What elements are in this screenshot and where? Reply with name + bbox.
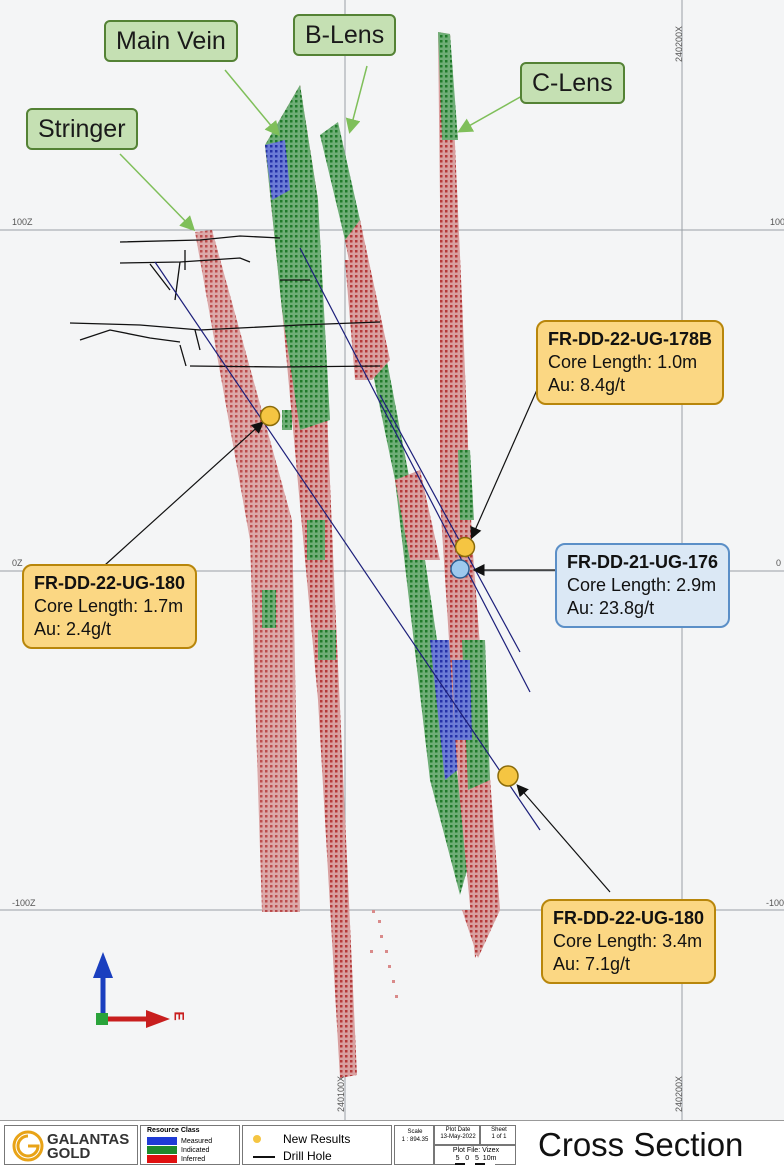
sheet-title: Sheet bbox=[491, 1127, 507, 1133]
stringer-lens bbox=[195, 230, 300, 912]
company-name: GALANTAS GOLD bbox=[47, 1131, 130, 1162]
symbol-legend: New Results Drill Hole bbox=[242, 1125, 392, 1165]
scatter-points bbox=[370, 910, 398, 998]
drill-hole-line-icon bbox=[253, 1155, 275, 1158]
scale-title: Scale bbox=[407, 1129, 423, 1135]
callout-180-upper: FR-DD-22-UG-180 Core Length: 1.7m Au: 2.… bbox=[22, 564, 198, 649]
plot-file-box: Plot File: Vizex 5 0 5 10m bbox=[434, 1145, 516, 1165]
grid-label-minus100z: -100Z bbox=[12, 898, 36, 908]
grid-label-240100x: 240100X bbox=[336, 1075, 346, 1112]
orientation-compass bbox=[93, 952, 170, 1028]
result-marker-180-lower bbox=[497, 765, 519, 787]
callout-leaders bbox=[104, 382, 611, 893]
callout-176-grade: Au: 23.8g/t bbox=[567, 598, 655, 618]
scale-bar bbox=[455, 1163, 495, 1165]
callout-176-hole: FR-DD-21-UG-176 bbox=[567, 552, 719, 572]
callout-180-lower: FR-DD-22-UG-180 Core Length: 3.4m Au: 7.… bbox=[541, 899, 717, 984]
plot-date-value: 13-May-2022 bbox=[440, 1134, 476, 1140]
callout-178b-hole: FR-DD-22-UG-178B bbox=[548, 329, 713, 349]
lens-leaders bbox=[119, 65, 523, 232]
drill-holes bbox=[154, 247, 541, 831]
cross-section-view: Main Vein B-Lens C-Lens Stringer 100Z 0Z… bbox=[0, 0, 784, 1120]
resource-class-inferred: Inferred bbox=[147, 1155, 205, 1164]
galantas-logo-icon bbox=[12, 1130, 44, 1162]
callout-178b: FR-DD-22-UG-178B Core Length: 1.0m Au: 8… bbox=[536, 320, 725, 405]
callout-180-lower-length: Core Length: 3.4m bbox=[553, 931, 703, 951]
plot-date-box: Plot Date 13-May-2022 bbox=[434, 1125, 480, 1145]
result-marker-176 bbox=[450, 559, 470, 579]
grid-label-240200x-bottom: 240200X bbox=[674, 1075, 684, 1112]
company-name-line1: GALANTAS bbox=[47, 1131, 130, 1148]
grid-label-0z: 0Z bbox=[12, 558, 23, 568]
plot-file: Plot File: Vizex bbox=[452, 1147, 500, 1154]
grid-label-100z: 100Z bbox=[12, 217, 33, 227]
callout-178b-length: Core Length: 1.0m bbox=[548, 352, 698, 372]
section-title: Cross Section bbox=[538, 1126, 744, 1163]
drill-hole-178b bbox=[379, 394, 521, 653]
scale-value: 1 : 894.35 bbox=[401, 1137, 429, 1143]
new-result-dot-icon bbox=[253, 1135, 261, 1143]
compass-east-label: E bbox=[171, 1011, 188, 1021]
resource-class-legend: Resource Class Measured Indicated Inferr… bbox=[140, 1125, 240, 1165]
callout-180-lower-grade: Au: 7.1g/t bbox=[553, 954, 631, 974]
callout-178b-grade: Au: 8.4g/t bbox=[548, 375, 626, 395]
grid-label-right-minus100: -100 bbox=[766, 898, 784, 908]
scale-bar-label: 5 0 5 10m bbox=[455, 1155, 497, 1162]
result-marker-180-upper bbox=[259, 405, 281, 427]
resource-class-indicated: Indicated bbox=[147, 1146, 209, 1155]
stringer-indicated-patch bbox=[262, 590, 276, 628]
label-main-vein: Main Vein bbox=[104, 20, 238, 62]
label-b-lens: B-Lens bbox=[293, 14, 397, 56]
resource-class-measured: Measured bbox=[147, 1137, 212, 1146]
sheet-box: Sheet 1 of 1 bbox=[480, 1125, 516, 1145]
main-vein-indicated bbox=[265, 85, 330, 430]
callout-180-lower-hole: FR-DD-22-UG-180 bbox=[553, 908, 705, 928]
sheet-value: 1 of 1 bbox=[491, 1134, 507, 1140]
company-logo-box: GALANTAS GOLD bbox=[4, 1125, 138, 1165]
callout-176: FR-DD-21-UG-176 Core Length: 2.9m Au: 23… bbox=[555, 543, 731, 628]
drill-hole-180 bbox=[154, 261, 541, 831]
drill-hole-176 bbox=[299, 247, 531, 693]
label-stringer: Stringer bbox=[26, 108, 138, 150]
scale-box: Scale 1 : 894.35 bbox=[394, 1125, 434, 1165]
b-lens-body bbox=[320, 122, 470, 895]
callout-180-upper-hole: FR-DD-22-UG-180 bbox=[34, 573, 186, 593]
grid-label-240200x-top: 240200X bbox=[674, 25, 684, 62]
underground-workings bbox=[69, 235, 381, 368]
callout-180-upper-length: Core Length: 1.7m bbox=[34, 596, 184, 616]
callout-180-upper-grade: Au: 2.4g/t bbox=[34, 619, 112, 639]
legend-drill-hole: Drill Hole bbox=[253, 1149, 332, 1163]
company-name-line2: GOLD bbox=[47, 1145, 91, 1162]
title-block: GALANTAS GOLD Resource Class Measured In… bbox=[0, 1120, 784, 1168]
plot-date-title: Plot Date bbox=[445, 1127, 471, 1133]
section-drawing bbox=[0, 0, 784, 1120]
grid-label-right-0: 0 bbox=[776, 558, 782, 568]
resource-class-title: Resource Class bbox=[147, 1127, 200, 1134]
callout-176-length: Core Length: 2.9m bbox=[567, 575, 717, 595]
grid-label-right-100: 100 bbox=[770, 217, 784, 227]
result-marker-178b bbox=[454, 536, 476, 558]
label-c-lens: C-Lens bbox=[520, 62, 625, 104]
legend-new-results: New Results bbox=[253, 1132, 350, 1146]
